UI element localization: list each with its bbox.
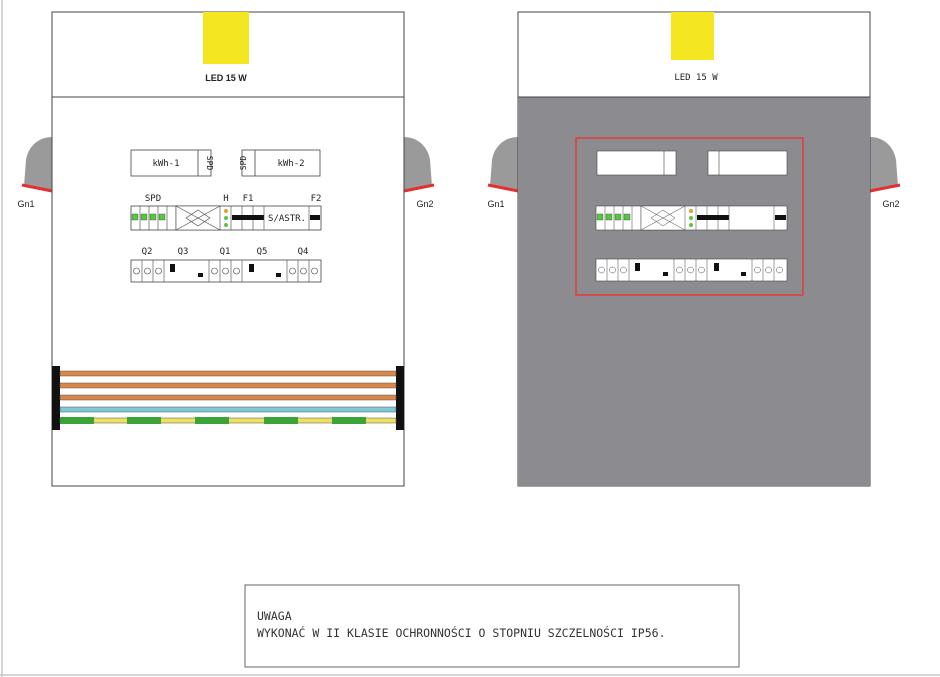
right-gland-label-gn1: Gn1 <box>487 199 504 209</box>
wire-l3 <box>59 394 397 401</box>
led-lamp-right <box>671 12 714 60</box>
busbar-left-clamp <box>52 366 60 430</box>
wire-l2 <box>59 382 397 389</box>
meter-kwh2-label: kWh-2 <box>277 159 304 169</box>
gland-label-gn2: Gn2 <box>416 199 433 209</box>
label-f2: F2 <box>311 194 322 204</box>
label-h: H <box>223 194 228 204</box>
wire-l1 <box>59 370 397 377</box>
right-cabinet: LED 15 W Gn1 Gn2 <box>487 11 901 487</box>
note-box: UWAGA WYKONAĆ W II KLASIE OCHRONNOŚCI O … <box>244 584 740 668</box>
right-gland-label-gn2: Gn2 <box>882 199 899 209</box>
wire-n <box>59 406 397 413</box>
label-q1: Q1 <box>220 247 231 257</box>
gland-label-gn1: Gn1 <box>17 199 34 209</box>
label-spd: SPD <box>145 194 161 204</box>
busbar-right-clamp <box>396 366 404 430</box>
right-cabinet-gland-gn1 <box>490 137 518 191</box>
note-title: UWAGA <box>257 609 292 623</box>
breaker-f2 <box>310 215 320 220</box>
label-f1: F1 <box>243 194 254 204</box>
meter-kwh1-spd: SPD <box>205 156 214 171</box>
led-lamp-left <box>203 12 249 64</box>
right-cabinet-cover <box>518 97 870 486</box>
note-text: WYKONAĆ W II KLASIE OCHRONNOŚCI O STOPNI… <box>257 625 666 640</box>
label-q5: Q5 <box>257 247 268 257</box>
left-gland-gn1 <box>24 137 52 191</box>
lamp-label-left: LED 15 W <box>205 73 247 83</box>
right-gland-gn2 <box>404 137 432 191</box>
meter-kwh2-spd: SPD <box>239 156 248 171</box>
breaker-f1 <box>232 215 264 220</box>
left-cabinet: LED 15 W Gn1 Gn2 kWh-1 SPD kWh-2 SPD SPD… <box>17 11 435 487</box>
inspection-window <box>575 137 804 296</box>
indicator-lamp <box>224 209 228 213</box>
right-cabinet-gland-gn2 <box>870 137 898 191</box>
label-q3: Q3 <box>178 247 189 257</box>
lamp-label-right: LED 15 W <box>674 73 718 83</box>
label-q2: Q2 <box>142 247 153 257</box>
label-q4: Q4 <box>298 247 309 257</box>
label-astro: S/ASTR. <box>268 214 306 224</box>
meter-kwh1-label: kWh-1 <box>152 159 179 169</box>
